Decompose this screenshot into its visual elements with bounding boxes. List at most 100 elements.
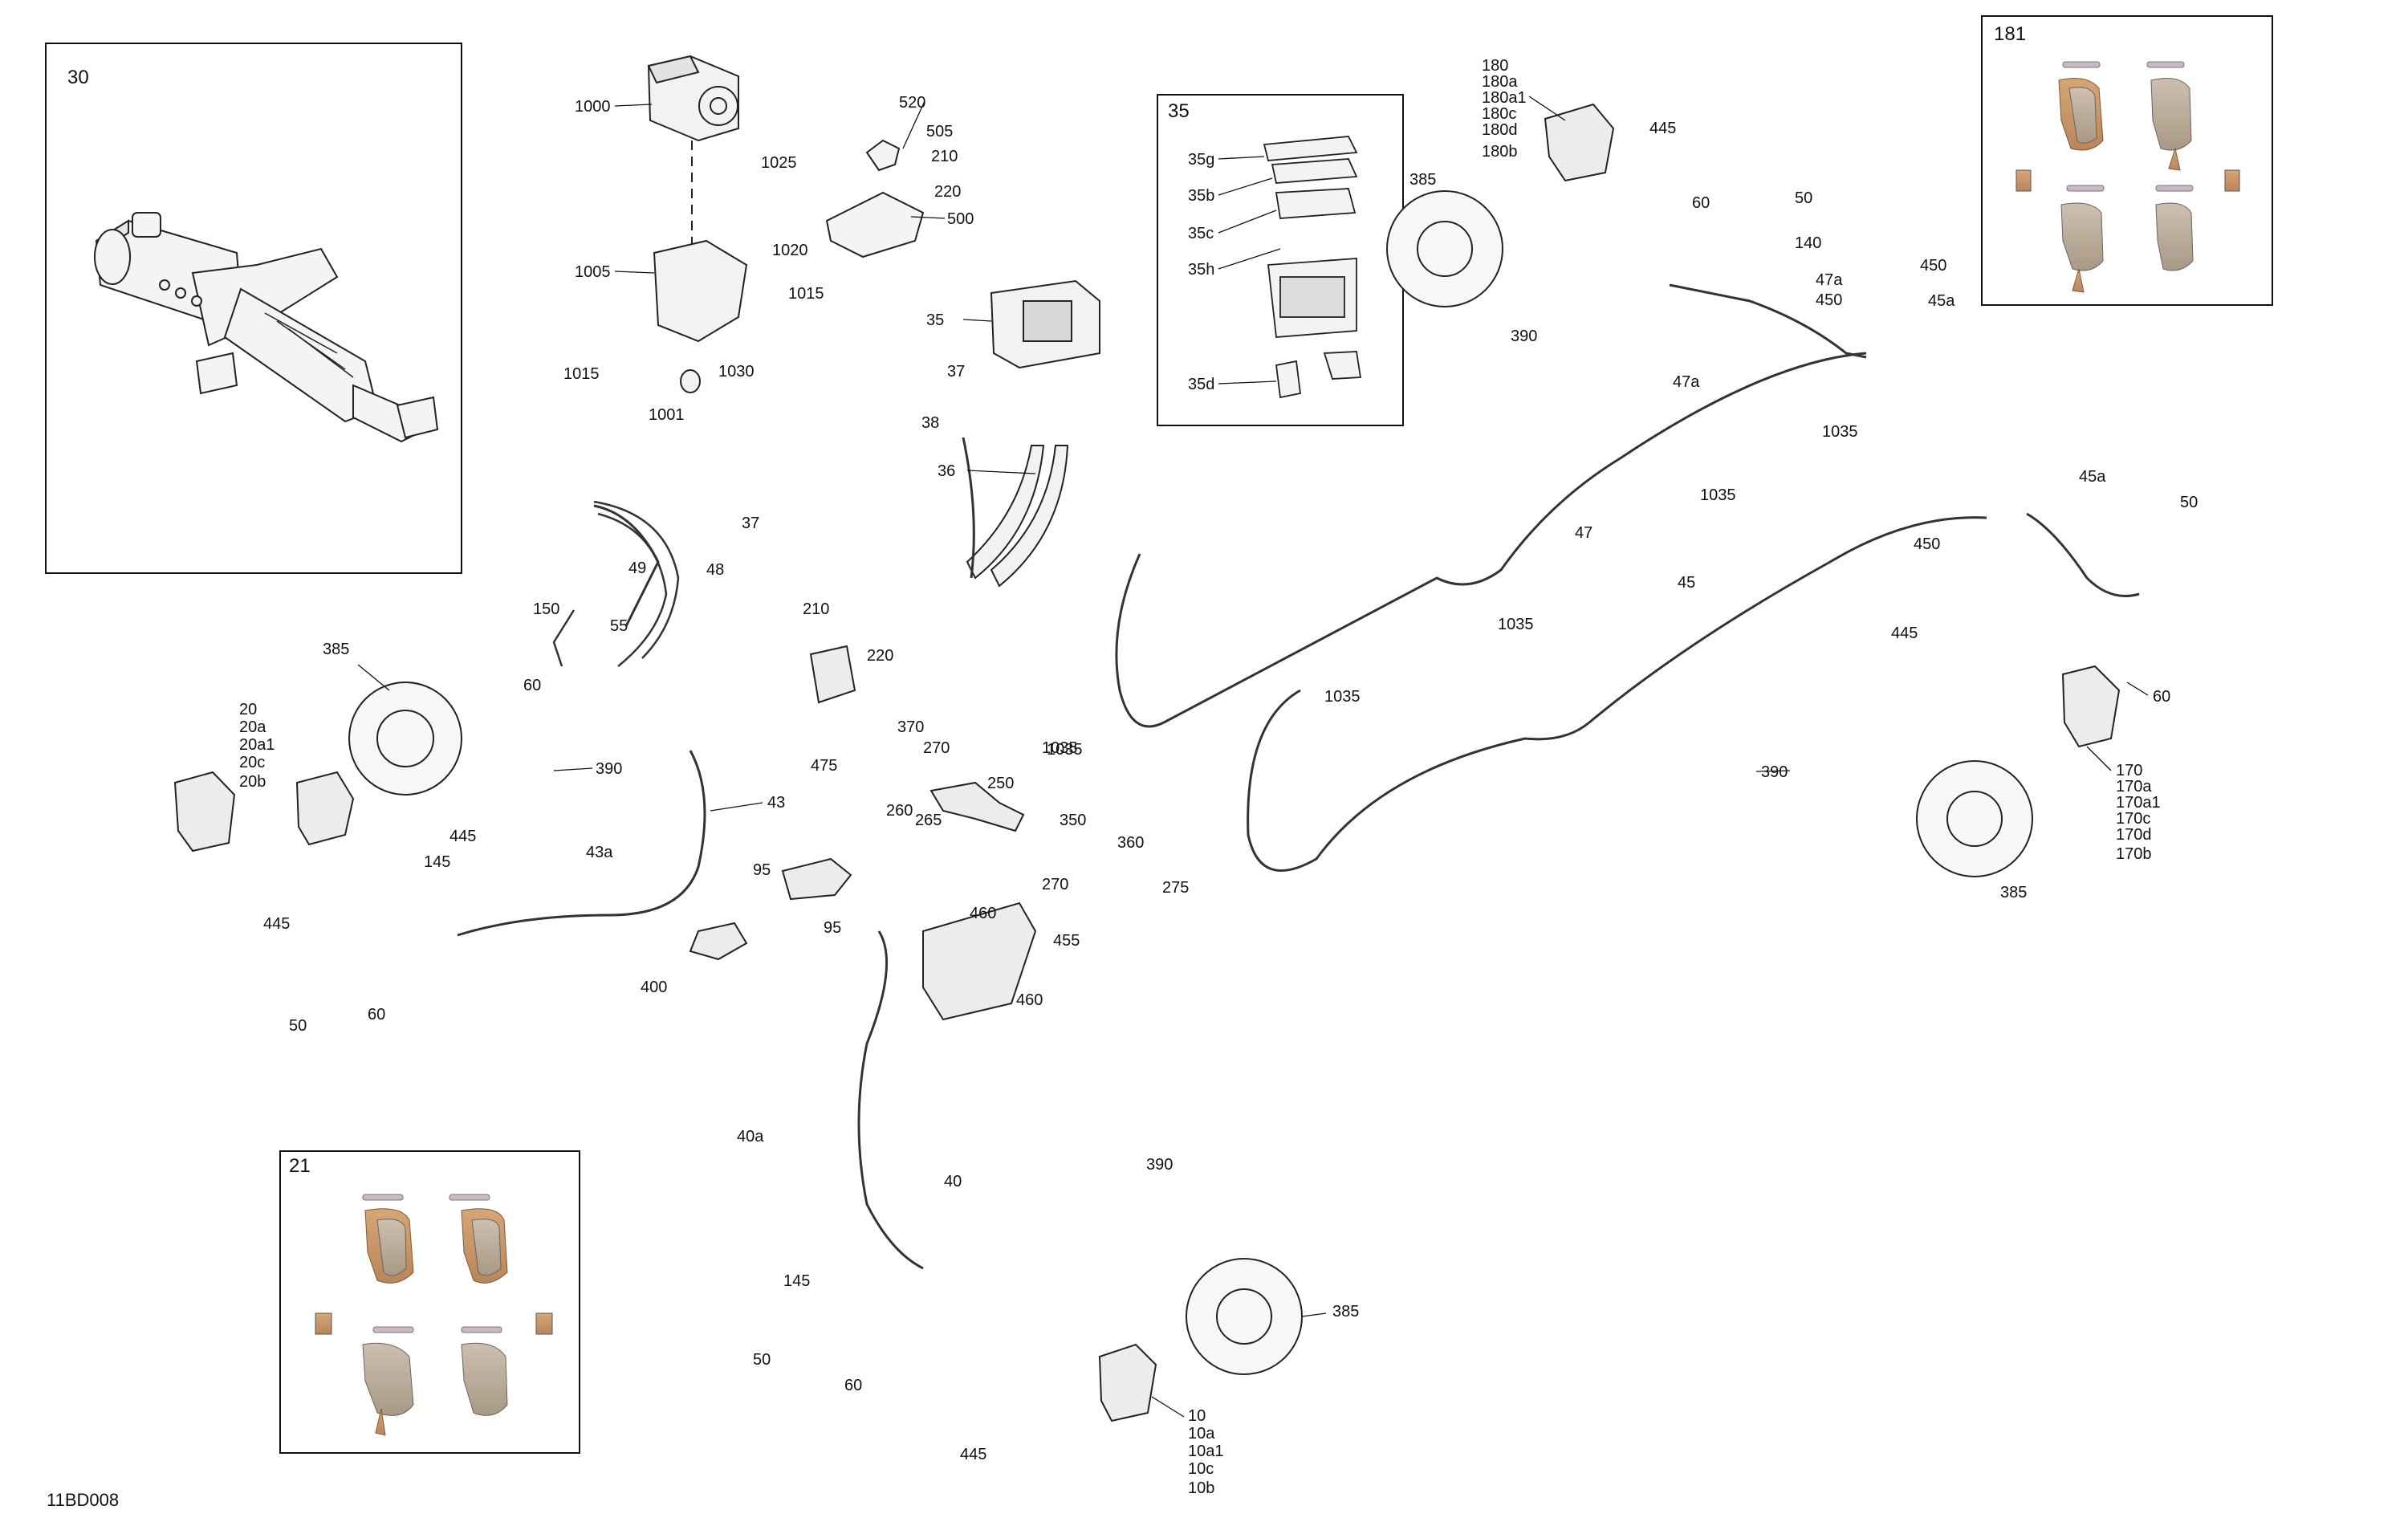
label-1020: 1020 bbox=[772, 242, 808, 259]
label-50-rear-far: 50 bbox=[2180, 494, 2198, 511]
label-370: 370 bbox=[897, 718, 924, 736]
rear-pad-set bbox=[2015, 61, 2240, 293]
label-505: 505 bbox=[926, 123, 953, 140]
label-445-rear-left: 445 bbox=[1891, 625, 1918, 642]
label-250: 250 bbox=[987, 775, 1014, 792]
label-55: 55 bbox=[610, 617, 628, 635]
brake-pedal-assembly bbox=[689, 645, 1025, 961]
label-390-rear-left: 390 bbox=[1761, 763, 1788, 781]
label-445-rear-right: 445 bbox=[1649, 120, 1676, 137]
brake-caliper-front-right bbox=[1098, 1343, 1157, 1422]
label-95-top: 95 bbox=[753, 861, 771, 879]
label-20c: 20c bbox=[239, 754, 265, 771]
label-49: 49 bbox=[628, 560, 646, 577]
label-260: 260 bbox=[886, 802, 913, 820]
brake-disc-front-left bbox=[348, 682, 462, 796]
label-385-front-left: 385 bbox=[323, 641, 349, 658]
label-45: 45 bbox=[1678, 574, 1695, 592]
label-180b: 180b bbox=[1482, 143, 1518, 161]
label-145-front-left: 145 bbox=[424, 853, 450, 871]
callout-labels: 1000 1025 1020 1005 1015 1015 1030 1001 … bbox=[239, 57, 2198, 1497]
label-180: 180 bbox=[1482, 57, 1508, 75]
label-170a: 170a bbox=[2116, 778, 2152, 796]
brake-disc-rear-left bbox=[1916, 760, 2033, 877]
label-220: 220 bbox=[934, 183, 961, 201]
label-210-master: 210 bbox=[803, 600, 829, 618]
label-50-front-right: 50 bbox=[753, 1351, 771, 1369]
label-1035-e: 1035 bbox=[1042, 739, 1078, 757]
front-pad-set bbox=[315, 1194, 553, 1436]
label-60-sensor: 60 bbox=[523, 677, 541, 694]
label-10b: 10b bbox=[1188, 1479, 1214, 1497]
label-48: 48 bbox=[706, 561, 724, 579]
label-1035-d: 1035 bbox=[1324, 688, 1361, 706]
label-400: 400 bbox=[641, 979, 667, 996]
label-60-front-left: 60 bbox=[368, 1006, 385, 1023]
brake-disc-rear-right bbox=[1386, 190, 1503, 307]
label-40: 40 bbox=[944, 1173, 962, 1190]
label-390-front-left: 390 bbox=[596, 760, 622, 778]
abs-control-module bbox=[966, 279, 1100, 588]
inset-number-30: 30 bbox=[67, 67, 89, 88]
label-40a: 40a bbox=[737, 1128, 764, 1146]
label-460-bottom: 460 bbox=[1016, 991, 1043, 1009]
label-150: 150 bbox=[533, 600, 559, 618]
label-43a: 43a bbox=[586, 844, 613, 861]
label-360: 360 bbox=[1117, 834, 1144, 852]
label-35: 35 bbox=[926, 311, 944, 329]
reservoir bbox=[922, 901, 1037, 1021]
abs-module-exploded bbox=[1263, 136, 1362, 399]
label-1035-master: 1035 bbox=[1047, 741, 1083, 759]
label-37-sensor: 37 bbox=[742, 515, 759, 532]
inset-master-cylinder: 30 bbox=[45, 43, 462, 574]
label-460-top: 460 bbox=[970, 905, 996, 922]
label-60-rear-left: 60 bbox=[2153, 688, 2170, 706]
part-label-35c: 35c bbox=[1188, 225, 1214, 242]
label-50-front-left: 50 bbox=[289, 1017, 307, 1035]
label-140: 140 bbox=[1795, 234, 1821, 252]
label-170c: 170c bbox=[2116, 810, 2150, 828]
part-label-35g: 35g bbox=[1188, 151, 1214, 169]
brake-lines bbox=[457, 283, 2140, 1270]
label-145-front-right: 145 bbox=[783, 1272, 810, 1290]
label-10a1: 10a1 bbox=[1188, 1443, 1224, 1460]
part-label-35h: 35h bbox=[1188, 261, 1214, 279]
label-1000: 1000 bbox=[575, 98, 611, 116]
label-45a-mid: 45a bbox=[2079, 468, 2106, 486]
label-38: 38 bbox=[921, 414, 939, 432]
master-cylinder-illustration bbox=[94, 212, 439, 443]
label-60-front-right: 60 bbox=[844, 1377, 862, 1394]
brake-caliper-front-left bbox=[173, 771, 355, 853]
label-390-rear-right: 390 bbox=[1511, 328, 1537, 345]
label-20b: 20b bbox=[239, 773, 266, 791]
label-10: 10 bbox=[1188, 1407, 1206, 1425]
label-170d: 170d bbox=[2116, 826, 2152, 844]
label-390-front-right: 390 bbox=[1146, 1156, 1173, 1174]
label-180c: 180c bbox=[1482, 105, 1516, 123]
part-label-35d: 35d bbox=[1188, 376, 1214, 393]
label-385-front-right: 385 bbox=[1332, 1303, 1359, 1320]
label-210: 210 bbox=[931, 148, 958, 165]
label-10c: 10c bbox=[1188, 1460, 1214, 1478]
label-385-rear-left: 385 bbox=[2000, 884, 2027, 901]
label-275: 275 bbox=[1162, 879, 1189, 897]
inset-35-part-labels: 35g 35b 35c 35h 35d bbox=[1188, 151, 1214, 393]
inset-number-181: 181 bbox=[1994, 23, 2026, 45]
inset-number-35: 35 bbox=[1168, 100, 1190, 122]
label-20: 20 bbox=[239, 701, 257, 718]
leader-lines bbox=[357, 96, 2149, 1418]
label-455: 455 bbox=[1053, 932, 1080, 950]
brake-caliper-rear-right bbox=[1544, 103, 1615, 182]
label-60-rear-line: 60 bbox=[1692, 194, 1710, 212]
label-1035-c: 1035 bbox=[1498, 616, 1534, 633]
label-47: 47 bbox=[1575, 524, 1592, 542]
label-1001: 1001 bbox=[649, 406, 685, 424]
label-445-front-left-b: 445 bbox=[263, 915, 290, 933]
label-475: 475 bbox=[811, 757, 837, 775]
inset-front-brake-pads: 21 bbox=[279, 1150, 580, 1454]
label-1035-b: 1035 bbox=[1700, 486, 1736, 504]
brake-caliper-rear-left bbox=[2061, 665, 2121, 748]
label-445-front-right: 445 bbox=[960, 1446, 986, 1463]
abs-hydraulic-unit bbox=[647, 55, 748, 393]
